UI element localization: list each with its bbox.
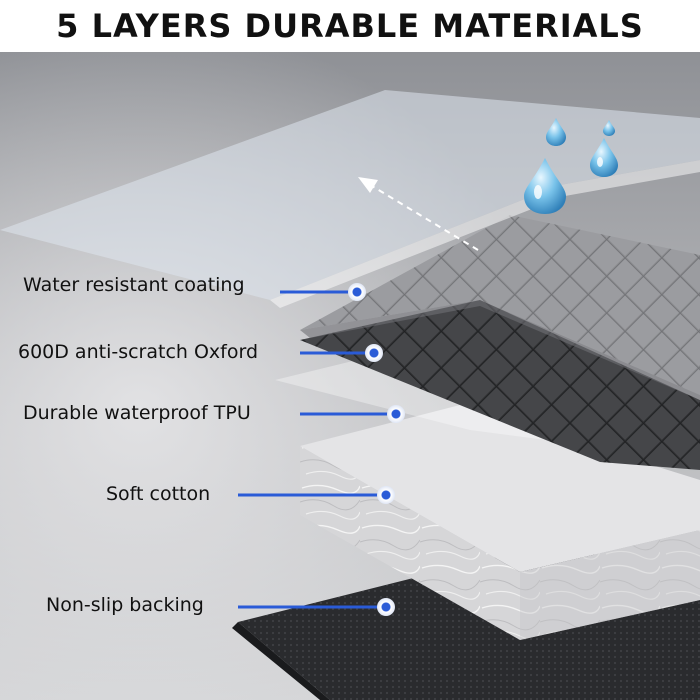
callout-backing <box>238 598 395 616</box>
callout-dot-icon <box>387 405 405 423</box>
callout-dot-icon <box>377 486 395 504</box>
arrow-up-left-icon <box>358 177 479 251</box>
callout-tpu <box>300 405 405 423</box>
layer-label-oxford: 600D anti-scratch Oxford <box>18 341 259 363</box>
layer-label-tpu: Durable waterproof TPU <box>23 402 251 424</box>
cotton-layer-top <box>300 405 700 572</box>
callout-cotton <box>238 486 395 504</box>
page-title: 5 LAYERS DURABLE MATERIALS <box>56 7 644 45</box>
callout-dot-icon <box>365 344 383 362</box>
callout-oxford <box>300 344 383 362</box>
callout-dot-icon <box>377 598 395 616</box>
layer-label-cotton: Soft cotton <box>106 483 211 505</box>
water-drop-icon <box>603 120 615 136</box>
callout-water-resistant <box>280 283 366 301</box>
layers-illustration <box>0 52 700 700</box>
layer-label-water-resistant: Water resistant coating <box>23 274 245 296</box>
quilted-top-fabric <box>300 215 700 395</box>
title-bar: 5 LAYERS DURABLE MATERIALS <box>0 0 700 52</box>
layer-label-backing: Non-slip backing <box>46 594 204 616</box>
water-drop-icon <box>590 138 618 177</box>
oxford-layer <box>300 300 700 470</box>
callout-dot-icon <box>348 283 366 301</box>
water-resistant-coating-layer <box>0 90 700 300</box>
water-drop-icon <box>546 118 566 146</box>
water-drop-icon <box>524 158 566 214</box>
